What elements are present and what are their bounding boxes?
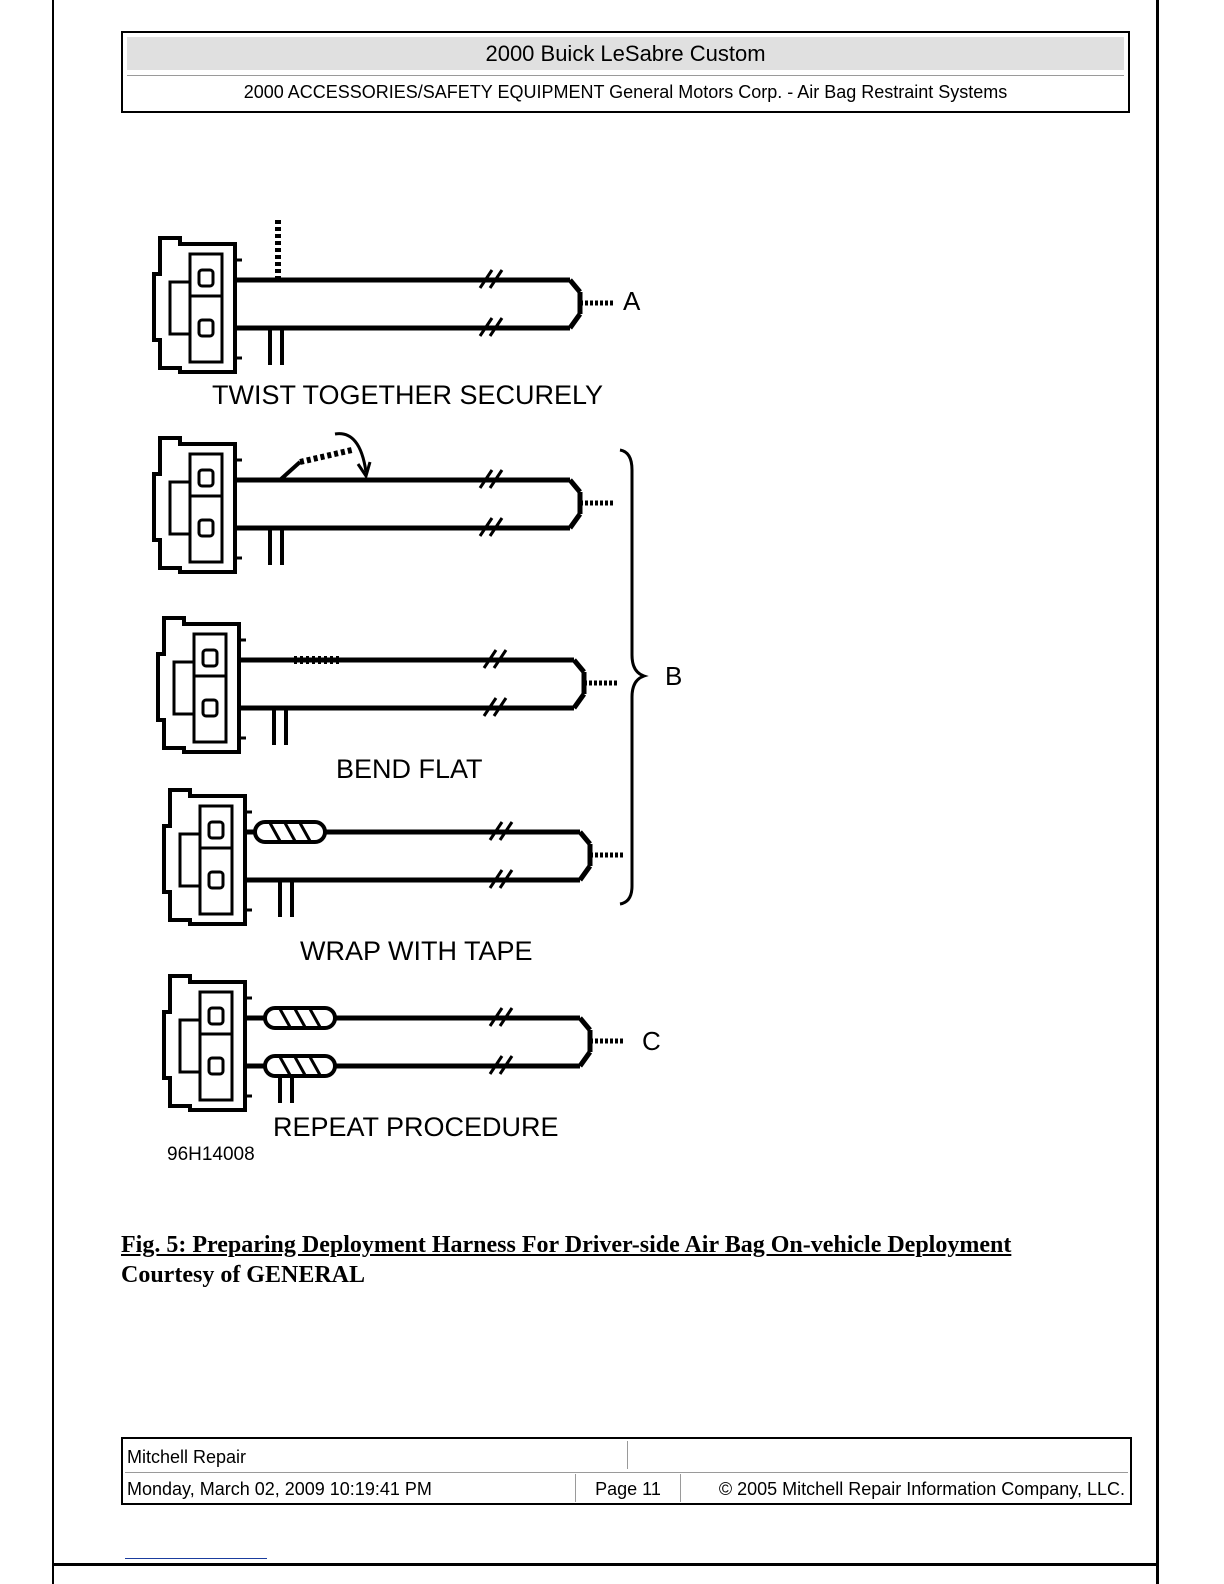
figure-caption: Fig. 5: Preparing Deployment Harness For… — [121, 1230, 1021, 1290]
harness-diagram: A B C TWIST TOGETHER SECURELY BEND FLAT … — [152, 220, 682, 1165]
step-b2-drawing — [156, 616, 618, 754]
page-border-left — [52, 0, 54, 1584]
document-title: 2000 Buick LeSabre Custom — [127, 37, 1124, 70]
step-repeat-label: REPEAT PROCEDURE — [273, 1112, 559, 1142]
footer-page-number: Page 11 — [595, 1479, 661, 1499]
page-border-bottom — [52, 1563, 1159, 1566]
footer-timestamp: Monday, March 02, 2009 10:19:41 PM — [127, 1479, 432, 1499]
step-a-drawing — [152, 220, 614, 374]
footer-divider-2 — [680, 1474, 681, 1502]
figure-courtesy: Courtesy of GENERAL — [121, 1262, 365, 1288]
page-border-right — [1156, 0, 1159, 1584]
document-header: 2000 Buick LeSabre Custom 2000 ACCESSORI… — [121, 31, 1130, 113]
step-b1-drawing — [152, 432, 614, 574]
footer-top-divider — [627, 1441, 628, 1469]
label-b: B — [665, 661, 682, 691]
footer-copyright: © 2005 Mitchell Repair Information Compa… — [718, 1479, 1125, 1499]
document-subtitle: 2000 ACCESSORIES/SAFETY EQUIPMENT Genera… — [127, 75, 1124, 108]
bottom-link-underline[interactable] — [125, 1558, 267, 1559]
group-b-brace — [619, 448, 649, 906]
step-b3-drawing — [162, 788, 624, 926]
step-wrap-label: WRAP WITH TAPE — [300, 936, 533, 966]
step-bend-label: BEND FLAT — [336, 754, 483, 784]
footer-divider-1 — [575, 1474, 576, 1502]
label-a: A — [623, 286, 641, 316]
figure-code: 96H14008 — [167, 1144, 255, 1165]
step-c-drawing — [162, 974, 624, 1112]
figure-title[interactable]: Fig. 5: Preparing Deployment Harness For… — [121, 1232, 1012, 1258]
document-footer: Mitchell Repair Monday, March 02, 2009 1… — [121, 1437, 1132, 1505]
footer-row-divider — [125, 1472, 1128, 1473]
footer-publisher: Mitchell Repair — [127, 1447, 247, 1467]
label-c: C — [642, 1026, 661, 1056]
step-twist-label: TWIST TOGETHER SECURELY — [212, 380, 603, 410]
